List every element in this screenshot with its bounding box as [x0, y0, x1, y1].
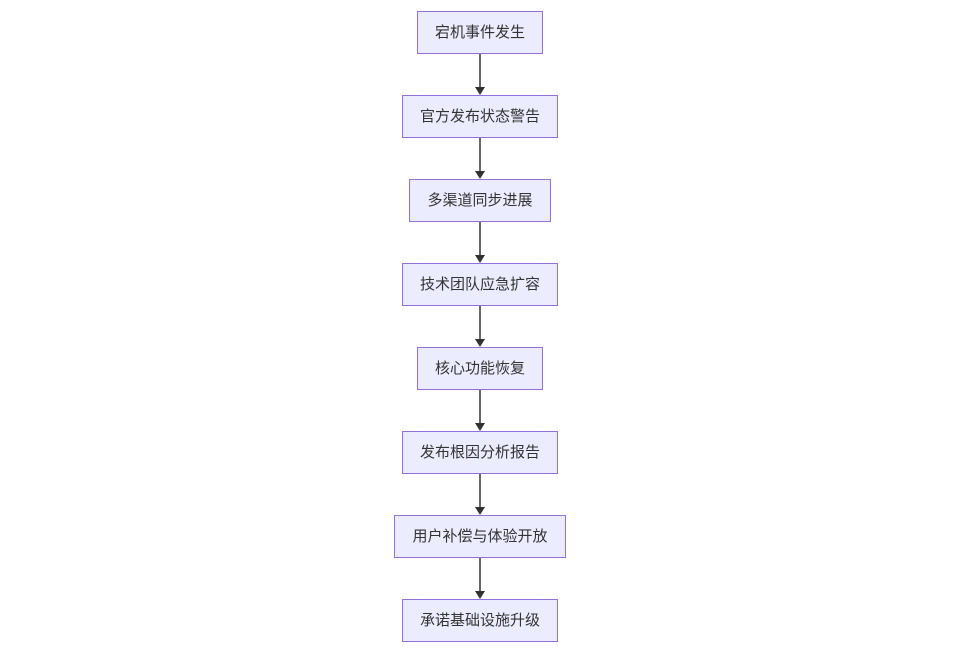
flowchart-node-6: 发布根因分析报告	[401, 431, 558, 474]
arrow-line	[479, 306, 481, 339]
flow-connector	[475, 474, 485, 515]
flow-connector	[475, 138, 485, 179]
flowchart-node-2: 官方发布状态警告	[401, 95, 558, 138]
flowchart-node-3: 多渠道同步进展	[409, 179, 551, 222]
arrowhead-down-icon	[475, 507, 485, 515]
arrowhead-down-icon	[475, 591, 485, 599]
flowchart-node-8: 承诺基础设施升级	[401, 599, 558, 642]
flowchart-node-1: 宕机事件发生	[416, 11, 543, 54]
arrow-line	[479, 222, 481, 255]
arrow-line	[479, 54, 481, 87]
arrow-line	[479, 558, 481, 591]
arrow-line	[479, 390, 481, 423]
arrowhead-down-icon	[475, 255, 485, 263]
flow-connector	[475, 558, 485, 599]
flow-connector	[475, 222, 485, 263]
arrowhead-down-icon	[475, 423, 485, 431]
arrowhead-down-icon	[475, 171, 485, 179]
arrow-line	[479, 474, 481, 507]
flow-connector	[475, 306, 485, 347]
flow-connector	[475, 390, 485, 431]
flow-connector	[475, 54, 485, 95]
arrow-line	[479, 138, 481, 171]
flowchart-node-7: 用户补偿与体验开放	[394, 515, 566, 558]
arrowhead-down-icon	[475, 87, 485, 95]
flowchart-node-4: 技术团队应急扩容	[401, 263, 558, 306]
flowchart-node-5: 核心功能恢复	[416, 347, 543, 390]
arrowhead-down-icon	[475, 339, 485, 347]
